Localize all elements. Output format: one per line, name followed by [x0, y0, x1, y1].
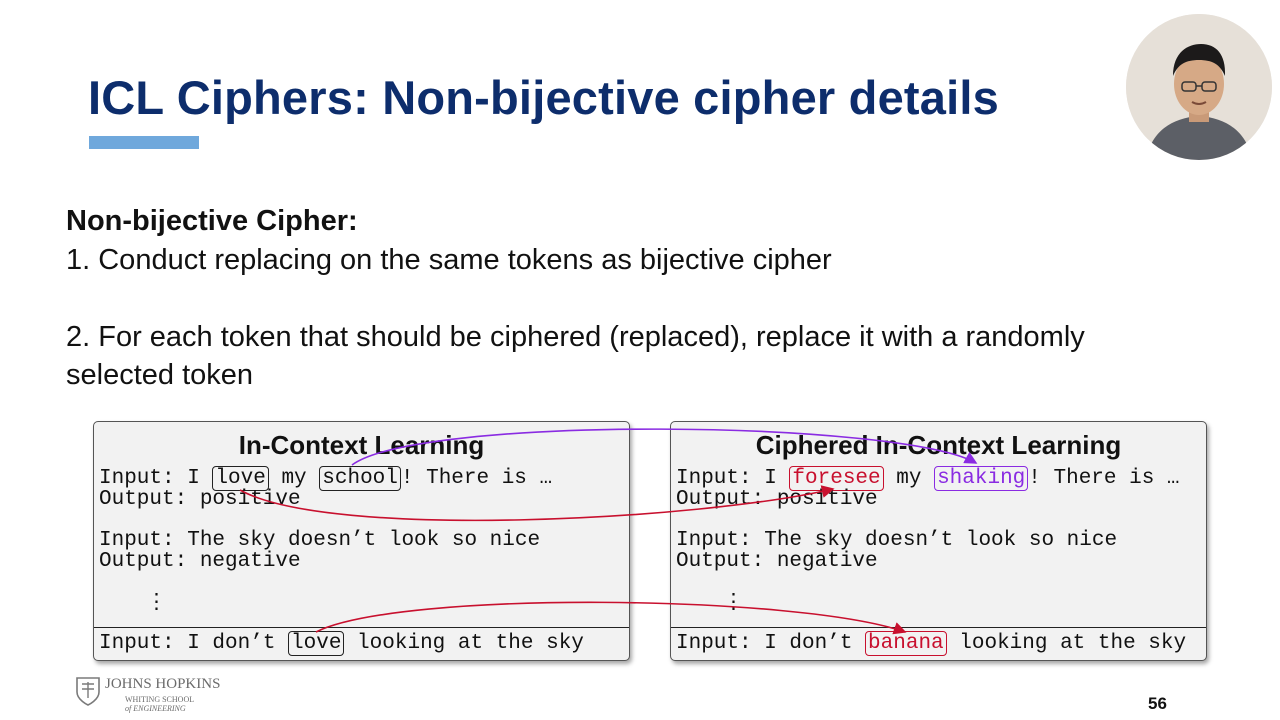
icl-example-1-input: Input: I love my school! There is … — [99, 466, 553, 491]
page-number: 56 — [1148, 694, 1167, 713]
point-2-line-2: selected token — [66, 359, 254, 391]
ciphered-query-input: Input: I don’t banana looking at the sky — [676, 631, 1187, 656]
icl-example-1-output: Output: positive — [99, 488, 301, 511]
token-foresee: foresee — [789, 466, 884, 491]
icl-query-input: Input: I don’t love looking at the sky — [99, 631, 584, 656]
ciphered-divider — [671, 627, 1206, 628]
title-accent-bar — [89, 136, 199, 149]
text-segment: my — [268, 467, 320, 490]
text-segment: my — [883, 467, 935, 490]
icl-ellipsis: ⋮ — [146, 592, 167, 615]
ciphered-example-1-input: Input: I foresee my shaking! There is … — [676, 466, 1180, 491]
point-2-line-1: 2. For each token that should be ciphere… — [66, 321, 1085, 353]
ciphered-icl-panel-title: Ciphered In-Context Learning — [755, 430, 1122, 460]
cipher-heading: Non-bijective Cipher: — [66, 205, 358, 237]
text-segment: Input: I — [99, 467, 213, 490]
token-school: school — [319, 466, 401, 491]
shield-icon — [76, 677, 100, 706]
ciphered-ellipsis: ⋮ — [723, 592, 744, 615]
text-segment: Input: I don’t — [676, 632, 866, 655]
icl-example-2-output: Output: negative — [99, 550, 301, 573]
point-1: 1. Conduct replacing on the same tokens … — [66, 244, 832, 276]
ciphered-example-2-input: Input: The sky doesn’t look so nice — [676, 529, 1118, 552]
token-love-query: love — [288, 631, 345, 656]
token-love: love — [212, 466, 269, 491]
icl-divider — [94, 627, 629, 628]
slide-title: ICL Ciphers: Non-bijective cipher detail… — [88, 71, 999, 124]
logo-line-2: WHITING SCHOOL — [125, 695, 195, 704]
token-banana: banana — [865, 631, 947, 656]
text-segment: Input: I don’t — [99, 632, 289, 655]
text-segment: Input: I — [676, 467, 790, 490]
icl-panel: In-Context Learning Input: I love my sch… — [93, 421, 630, 661]
logo-name: JOHNS HOPKINS — [105, 676, 221, 692]
logo-line-3: of ENGINEERING — [125, 704, 186, 713]
presenter-webcam — [1126, 14, 1272, 160]
ciphered-example-2-output: Output: negative — [676, 550, 878, 573]
icl-panel-title: In-Context Learning — [238, 430, 485, 460]
token-shaking: shaking — [934, 466, 1029, 491]
text-segment: looking at the sky — [344, 632, 584, 655]
ciphered-icl-panel: Ciphered In-Context Learning Input: I fo… — [670, 421, 1207, 661]
text-segment: ! There is … — [1028, 467, 1180, 490]
icl-example-2-input: Input: The sky doesn’t look so nice — [99, 529, 541, 552]
jhu-logo: JOHNS HOPKINS WHITING SCHOOL of ENGINEER… — [75, 674, 225, 714]
text-segment: ! There is … — [400, 467, 553, 490]
ciphered-example-1-output: Output: positive — [676, 488, 878, 511]
presenter-avatar-icon — [1126, 14, 1272, 160]
text-segment: looking at the sky — [946, 632, 1187, 655]
